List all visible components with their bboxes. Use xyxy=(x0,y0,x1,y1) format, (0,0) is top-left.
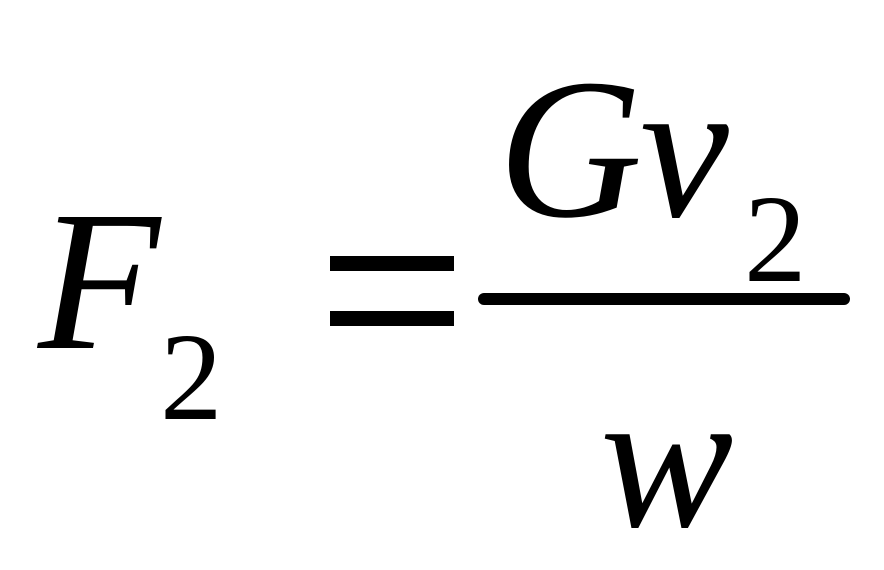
numerator-factor-g: G xyxy=(498,39,643,260)
numerator-subscript: 2 xyxy=(744,171,807,309)
numerator-factor-v: v xyxy=(640,39,729,260)
denominator-variable: w xyxy=(600,349,734,570)
equals-sign-top-bar xyxy=(330,256,454,271)
fraction-bar xyxy=(478,293,850,305)
lhs-variable: F xyxy=(38,171,161,392)
lhs-subscript: 2 xyxy=(160,309,223,447)
equals-sign-bottom-bar xyxy=(330,311,454,326)
